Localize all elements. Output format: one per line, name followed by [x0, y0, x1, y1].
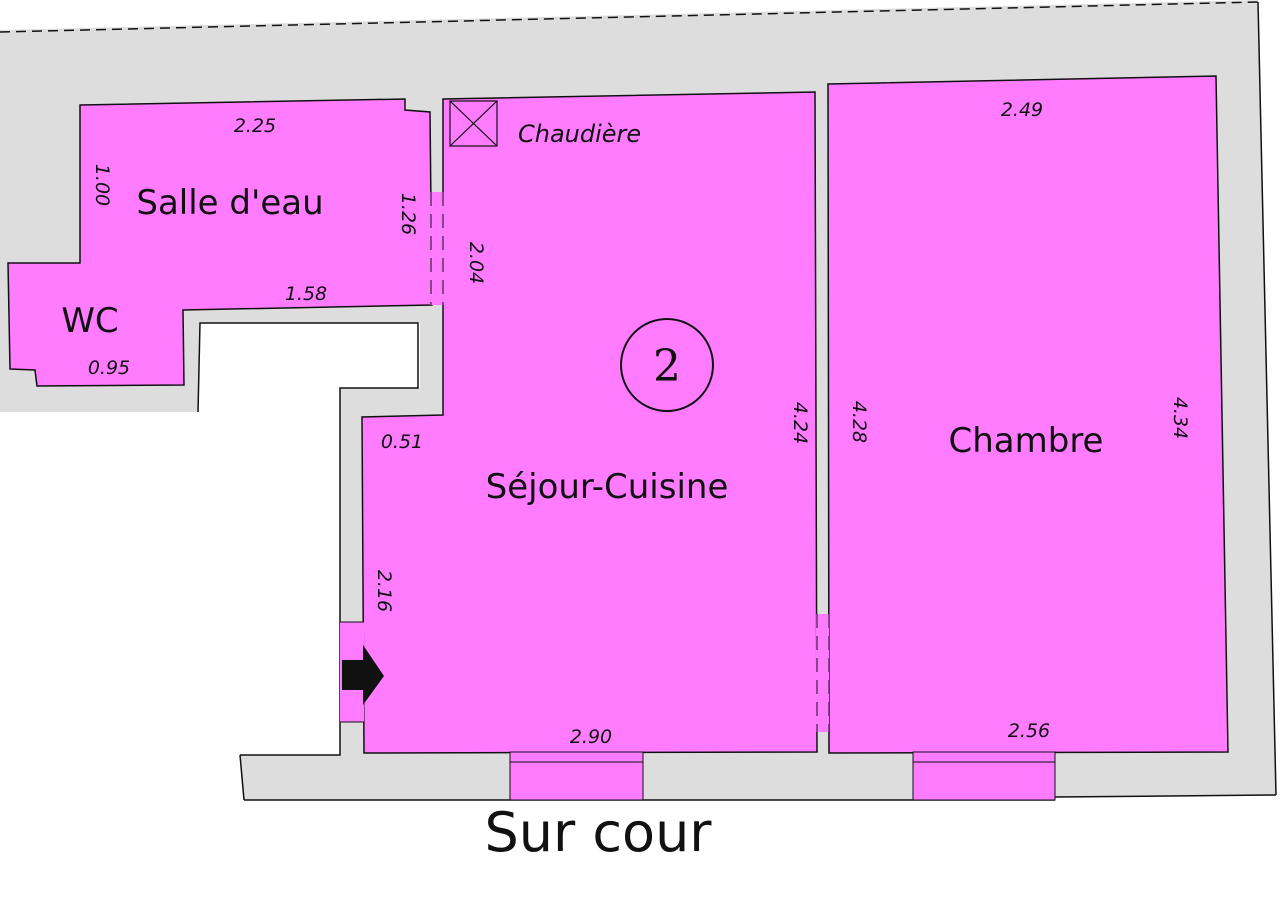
- room-label-salle-deau: Salle d'eau: [136, 183, 323, 223]
- dim-chambre-left: 4.28: [848, 401, 870, 443]
- building-right-edge: [1257, 1, 1277, 796]
- dim-salle-left: 1.00: [91, 164, 113, 206]
- boiler-icon: [449, 100, 498, 147]
- room-label-sejour-cuisine: Séjour-Cuisine: [486, 467, 729, 507]
- dim-sejour-bottom: 2.90: [570, 726, 612, 748]
- dim-chambre-right: 4.34: [1169, 397, 1191, 439]
- room-label-wc: WC: [61, 301, 118, 341]
- courtyard-wall-line: [240, 725, 341, 756]
- property-boundary-dashed: [0, 1, 1259, 33]
- room-salle-deau-wc: [7, 98, 433, 387]
- dim-wc-bottom: 0.95: [88, 357, 130, 379]
- dim-chambre-top: 2.49: [1001, 99, 1043, 121]
- boiler-label: Chaudière: [518, 120, 641, 148]
- dim-sejour-step: 0.51: [381, 431, 423, 453]
- window-chambre: [912, 751, 1056, 801]
- facade-right-end: [1054, 794, 1277, 798]
- dim-chambre-bottom: 2.56: [1008, 720, 1050, 742]
- unit-number-circle: [620, 318, 714, 412]
- dim-sejour-right: 4.24: [789, 402, 811, 444]
- door-salle-sejour: [430, 192, 444, 305]
- dim-sejour-left: 2.16: [373, 570, 395, 612]
- dim-sejour-upper-left: 2.04: [465, 242, 487, 284]
- room-sejour-cuisine: [361, 91, 818, 754]
- courtyard-cutout-outline: [197, 322, 419, 725]
- courtyard-label: Sur cour: [484, 801, 712, 864]
- dim-salle-top: 2.25: [234, 115, 276, 137]
- entrance-arrow-icon: [342, 645, 384, 705]
- dim-salle-bottom: 1.58: [285, 283, 327, 305]
- unit-number: 2: [653, 341, 681, 392]
- room-chambre: [827, 75, 1229, 754]
- dim-salle-right: 1.26: [397, 193, 419, 235]
- window-sejour: [509, 751, 644, 801]
- door-sejour-chambre: [816, 614, 829, 732]
- room-label-chambre: Chambre: [949, 421, 1104, 461]
- facade-left-end: [239, 754, 245, 801]
